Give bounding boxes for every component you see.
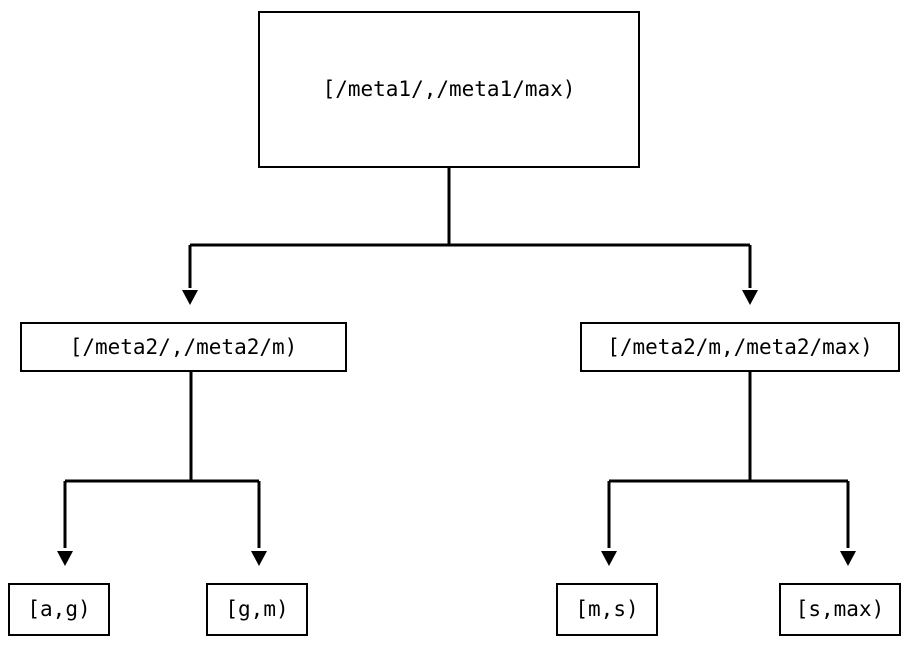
arrowhead-to-mid-right (742, 290, 758, 305)
node-leaf-m-s[interactable]: [m,s) (556, 583, 658, 636)
node-leaf-s-max[interactable]: [s,max) (779, 583, 901, 636)
node-root-label: [/meta1/,/meta1/max) (322, 77, 576, 101)
arrowhead-to-leaf-g-m (251, 551, 267, 566)
edge-root-to-mid-group (188, 168, 752, 288)
node-root-meta1-range[interactable]: [/meta1/,/meta1/max) (258, 11, 640, 168)
node-mid-left-meta2-low-range[interactable]: [/meta2/,/meta2/m) (20, 322, 347, 372)
node-leaf-a-g[interactable]: [a,g) (8, 583, 110, 636)
node-leaf-m-s-label: [m,s) (575, 597, 639, 621)
arrowhead-to-leaf-m-s (601, 551, 617, 566)
node-leaf-s-max-label: [s,max) (795, 597, 885, 621)
node-leaf-a-g-label: [a,g) (27, 597, 91, 621)
node-leaf-g-m[interactable]: [g,m) (206, 583, 308, 636)
arrowhead-to-leaf-a-g (57, 551, 73, 566)
arrowhead-to-leaf-s-max (840, 551, 856, 566)
node-mid-right-meta2-high-range[interactable]: [/meta2/m,/meta2/max) (580, 322, 900, 372)
node-leaf-g-m-label: [g,m) (225, 597, 289, 621)
edge-mid-right-to-leaves-group (607, 372, 850, 548)
edge-mid-left-to-leaves-group (63, 372, 261, 548)
node-mid-right-label: [/meta2/m,/meta2/max) (607, 334, 873, 359)
node-mid-left-label: [/meta2/,/meta2/m) (69, 334, 298, 359)
arrowhead-to-mid-left (182, 290, 198, 305)
